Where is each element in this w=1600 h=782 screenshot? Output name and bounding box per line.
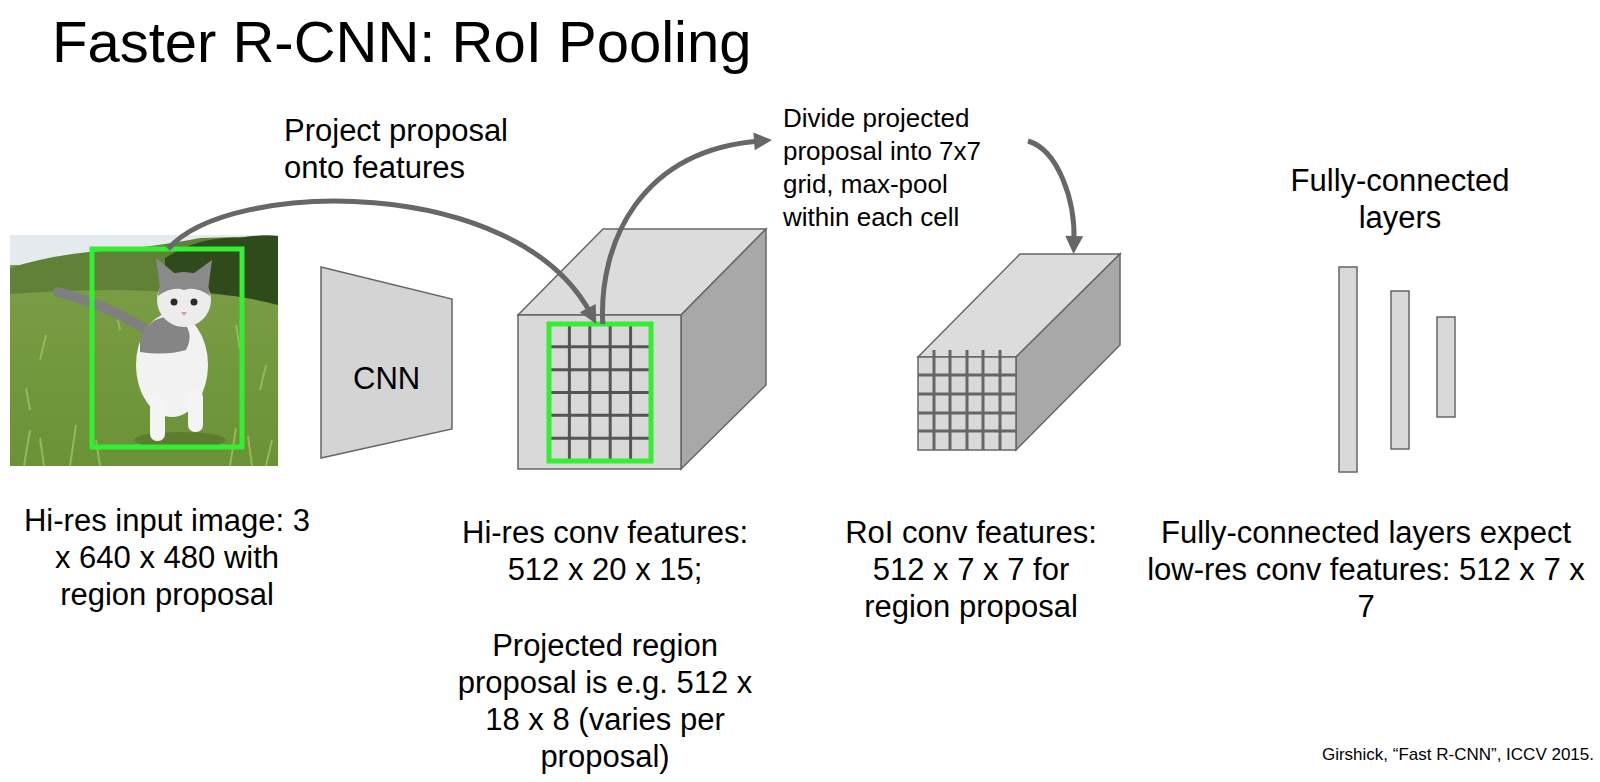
citation: Girshick, “Fast R-CNN”, ICCV 2015. [1240,745,1594,765]
fc-layer-bars [1339,267,1455,472]
fc-layer-bars-part [1339,267,1357,472]
fc-layer-bars-part [1437,317,1455,417]
conv-feature-cube-part [549,324,651,461]
cnn-shape [321,267,452,458]
kitten-photo-part [24,310,272,466]
fc-heading: Fully-connected layers [1280,162,1520,236]
kitten-photo-part [190,260,212,290]
kitten-photo-part [171,299,178,306]
kitten-photo-part [188,390,203,432]
input-image: Hi-res input image: 3 x 640 x 480 with r… [10,235,278,466]
image-caption: Hi-res input image: 3 x 640 x 480 with r… [22,502,312,613]
connector-line [1028,141,1074,242]
roi-feature-cube-part [1016,254,1120,450]
edge-label: Divide projected proposal into 7x7 grid,… [783,102,988,234]
cnn-label: CNN [353,360,420,397]
roi-feature-cube-part [918,350,1016,450]
kitten-photo [10,235,278,466]
kitten-photo-part [150,395,165,441]
kitten-photo-part [58,292,150,332]
kitten-photo-part [181,312,187,316]
conv-feature-volume: Hi-res conv features: 512 x 20 x 15;Proj… [518,315,681,469]
fc-caption: Fully-connected layers expect low-res co… [1146,514,1586,625]
connector-line [168,201,590,313]
roi-feature-cube [918,254,1120,450]
arrowhead [1065,236,1083,254]
slide-title: Faster R-CNN: RoI Pooling [52,8,751,75]
conv-feature-cube-part [681,229,766,469]
fc-layer-bars-part [1391,291,1409,449]
roi-caption: RoI conv features: 512 x 7 x 7 for regio… [826,514,1116,625]
conv-feature-cube-part [549,324,651,461]
kitten-photo-part [191,299,198,306]
kitten-photo-part [10,235,278,466]
conv-feature-cube [518,229,766,469]
proposal-caption: Projected region proposal is e.g. 512 x … [445,627,765,775]
cnn-trapezoid: CNN [321,267,452,458]
edge-label: Project proposal onto features [284,112,524,186]
connector-line [603,141,761,324]
arrowhead [580,304,596,324]
conv-caption: Hi-res conv features: 512 x 20 x 15; [445,514,765,588]
arrowhead [753,132,772,150]
roi-feature-volume: RoI conv features: 512 x 7 x 7 for regio… [918,254,1120,450]
fc-layers: Fully-connected layersFully-connected la… [1339,267,1455,472]
connector [168,201,596,324]
conv-feature-cube-part [518,315,681,469]
region-proposal-box [92,249,242,447]
kitten-photo-part [156,258,178,288]
